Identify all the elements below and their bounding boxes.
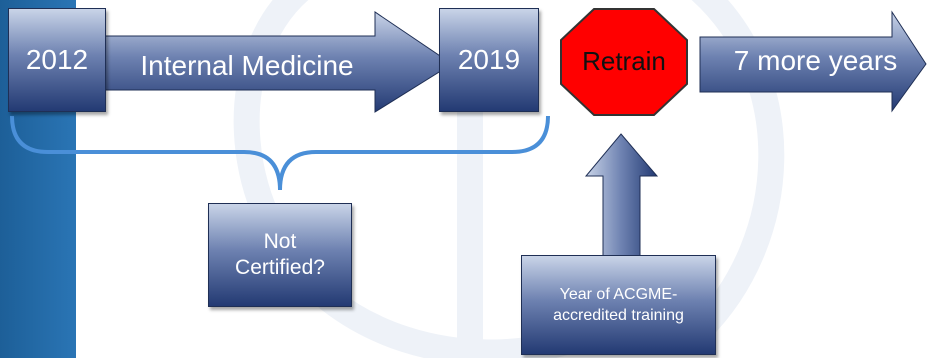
seven-more-years-arrow xyxy=(699,10,927,113)
not-certified-line-2: Certified? xyxy=(235,256,325,279)
year-2019-box: 2019 xyxy=(439,8,539,112)
start-year: 2012 xyxy=(25,44,89,75)
internal-medicine-label: Internal Medicine xyxy=(140,50,354,81)
end-year: 2019 xyxy=(457,44,521,75)
training-line-1: Year of ACGME- xyxy=(559,286,678,303)
retrain-label: Retrain xyxy=(582,45,666,76)
internal-medicine-arrow xyxy=(60,11,453,113)
not-certified-box: Not Certified? xyxy=(208,203,352,307)
training-line-2: accredited training xyxy=(553,307,684,324)
year-2012-box: 2012 xyxy=(8,8,106,112)
acgme-training-box: Year of ACGME- accredited training xyxy=(521,255,716,355)
not-certified-line-1: Not xyxy=(263,230,297,253)
bracket xyxy=(10,115,550,191)
stop-sign xyxy=(560,8,688,116)
seven-more-years-label: 7 more years xyxy=(733,45,898,76)
up-arrow xyxy=(584,133,659,257)
